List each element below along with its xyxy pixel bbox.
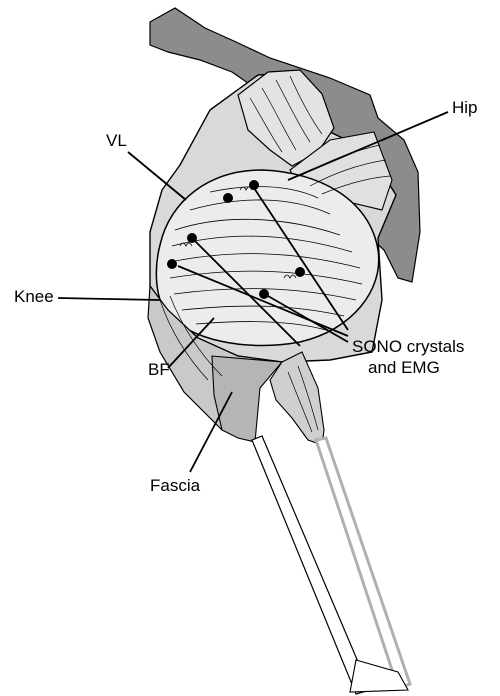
- bf-label: BF: [148, 360, 170, 380]
- crystal-marker: [259, 289, 269, 299]
- fascia-label: Fascia: [150, 476, 200, 496]
- sono-label-line1: SONO crystals: [352, 337, 464, 357]
- fascia-sheet: [212, 356, 282, 442]
- sono-label-line2: and EMG: [368, 358, 440, 378]
- crystal-marker: [295, 267, 305, 277]
- knee-label: Knee: [14, 287, 54, 307]
- femur-bone: [252, 436, 370, 694]
- vl-muscle: [156, 170, 378, 345]
- hip-label: Hip: [452, 98, 478, 118]
- vl-label: VL: [106, 131, 127, 151]
- knee-leader-line: [58, 298, 160, 300]
- crystal-marker: [167, 259, 177, 269]
- crystal-marker: [223, 193, 233, 203]
- tibia-bone: [316, 438, 410, 688]
